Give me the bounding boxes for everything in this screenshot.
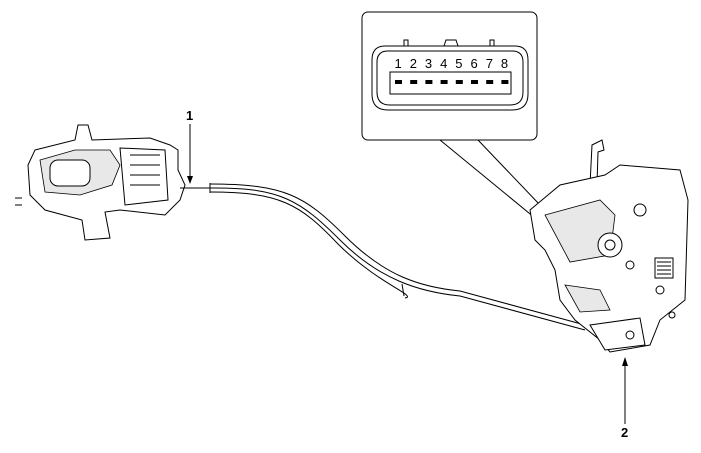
cable bbox=[180, 183, 586, 331]
pin-number: 2 bbox=[410, 56, 417, 71]
inside-handle bbox=[15, 124, 186, 241]
pin-terminal bbox=[471, 80, 478, 84]
pin-terminal bbox=[425, 80, 433, 84]
callout-label-2: 2 bbox=[621, 425, 628, 440]
pin-terminal bbox=[395, 80, 402, 84]
pin-number: 4 bbox=[440, 56, 447, 71]
pin-number: 7 bbox=[486, 56, 493, 71]
connector-shell bbox=[371, 39, 529, 111]
callout-label-1: 1 bbox=[186, 108, 193, 123]
callout-2: 2 bbox=[621, 357, 628, 440]
pin-number: 6 bbox=[471, 56, 478, 71]
pin-terminal bbox=[440, 80, 448, 84]
pin-terminal bbox=[455, 80, 463, 84]
pin-terminal bbox=[501, 80, 509, 84]
pin-terminal bbox=[486, 80, 494, 84]
pin-number: 1 bbox=[395, 56, 402, 71]
pin-number: 5 bbox=[455, 56, 462, 71]
pin-number: 8 bbox=[501, 56, 508, 71]
pin-number: 3 bbox=[425, 56, 432, 71]
callout-1: 1 bbox=[186, 108, 193, 184]
door-latch bbox=[529, 139, 689, 353]
pin-terminal bbox=[410, 80, 418, 84]
